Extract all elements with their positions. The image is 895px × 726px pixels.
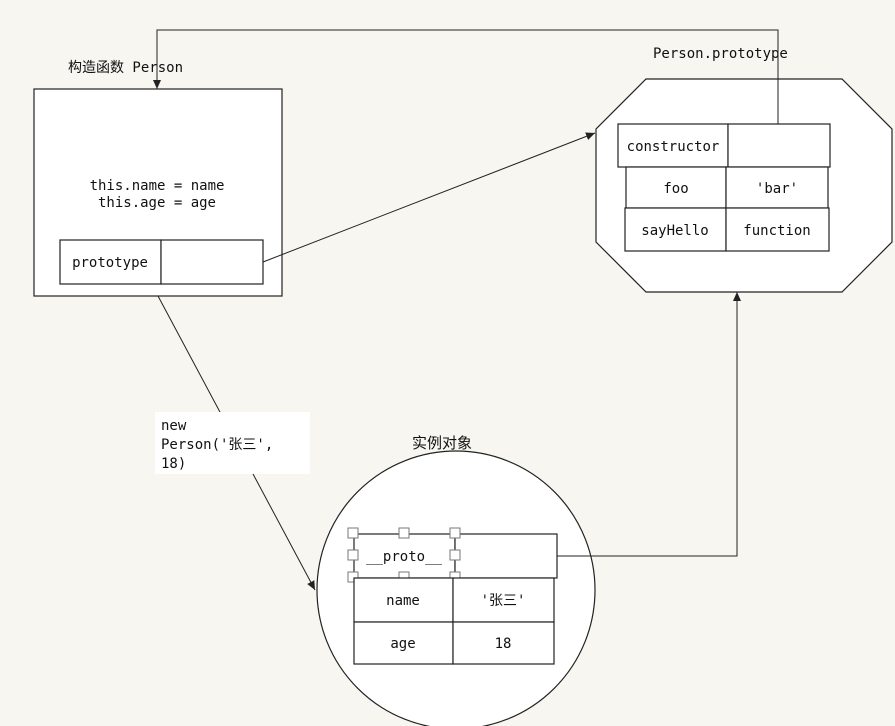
edge-new-label-line-1: new — [161, 418, 187, 434]
prototype-row-foo-value: 'bar' — [756, 181, 798, 197]
constructor-node[interactable]: 构造函数 Person this.name = name this.age = … — [33, 60, 283, 297]
instance-row-age-value-cell — [452, 621, 555, 665]
prototype-row-sayhello-key-cell — [624, 207, 727, 252]
selection-handle-sw[interactable] — [347, 571, 359, 583]
prototype-row-foo-key: foo — [663, 181, 688, 197]
prototype-row-sayhello-value-cell — [725, 207, 830, 252]
selection-handle-ne[interactable] — [449, 527, 461, 539]
selection-handles[interactable] — [347, 527, 461, 583]
edge-proto-to-prototype-object — [557, 292, 741, 557]
instance-node[interactable]: 实例对象 __proto__ name '张三' age 18 — [316, 434, 596, 726]
edge-new-label-line-3: 18) — [161, 456, 186, 472]
prototype-row-sayhello-value: function — [743, 223, 810, 239]
instance-row-age-value: 18 — [495, 636, 512, 652]
constructor-prototype-key: prototype — [72, 255, 148, 271]
selection-handle-n[interactable] — [398, 527, 410, 539]
instance-row-age-key-cell — [353, 621, 454, 665]
instance-row-proto-key: __proto__ — [366, 549, 442, 565]
selection-handle-w[interactable] — [347, 549, 359, 561]
instance-row-name-key: name — [386, 593, 420, 609]
constructor-prototype-value-cell[interactable] — [160, 239, 264, 285]
prototype-row-constructor-key: constructor — [627, 139, 720, 155]
instance-row-proto-value-cell[interactable] — [454, 533, 558, 579]
constructor-line-1: this.name = name — [90, 178, 225, 194]
prototype-row-constructor-key-cell — [617, 123, 729, 168]
prototype-title: Person.prototype — [653, 46, 788, 62]
instance-title: 实例对象 — [412, 434, 472, 452]
prototype-row-sayhello-key: sayHello — [641, 223, 708, 239]
constructor-prototype-key-cell — [59, 239, 162, 285]
edge-new-label-line-2: Person('张三', — [161, 437, 273, 453]
instance-row-name-value-cell — [452, 577, 555, 623]
edge-new-label: new Person('张三', 18) — [155, 412, 310, 474]
constructor-title: 构造函数 Person — [68, 60, 183, 76]
instance-row-age-key: age — [390, 636, 415, 652]
prototype-row-foo-value-cell — [725, 166, 829, 209]
constructor-line-2: this.age = age — [98, 195, 216, 211]
prototype-node[interactable]: Person.prototype constructor foo 'bar' s… — [595, 46, 893, 293]
prototype-row-constructor-value-cell[interactable] — [727, 123, 831, 168]
selection-handle-nw[interactable] — [347, 527, 359, 539]
prototype-row-foo-key-cell — [625, 166, 727, 209]
selection-handle-e[interactable] — [449, 549, 461, 561]
edge-prototype-to-prototype-object — [262, 132, 596, 263]
edge-constructor-to-person — [153, 29, 779, 124]
edge-new-label-background — [155, 412, 310, 474]
instance-row-name-value: '张三' — [481, 593, 526, 609]
